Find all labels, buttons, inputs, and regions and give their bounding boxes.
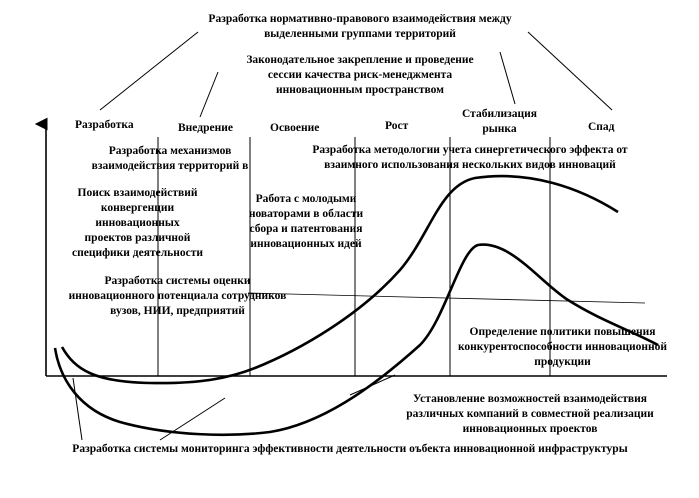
phase-label-stabilization-line1: Стабилизация	[462, 108, 537, 120]
block-assessment-line3: вузов, НИИ, предприятий	[110, 305, 245, 317]
phase-label-mastering: Освоение	[270, 122, 320, 134]
pointer-cooperation	[349, 374, 396, 396]
block-cooperation-line1: Установление возможностей взаимодействия	[412, 393, 647, 405]
block-assessment: Разработка системы оценки инновационного…	[50, 274, 305, 319]
block-young-line1: Работа с молодыми	[255, 193, 357, 205]
mid-title-line2: сессии качества риск-менеджмента	[267, 69, 453, 81]
phase-label-stabilization-line2: рынка	[482, 123, 517, 135]
pointer-assessment	[159, 397, 226, 441]
phase-label-implementation: Внедрение	[178, 122, 233, 134]
block-search-line5: специфики деятельности	[72, 247, 203, 259]
pointer-monitoring	[72, 377, 83, 441]
block-assessment-line2: инновационного потенциала сотрудников	[68, 290, 287, 302]
block-mechanisms-line2: взаимодействия территорий в	[91, 160, 249, 172]
phase-label-development: Разработка	[75, 119, 134, 131]
mid-title-line1: Законодательное закрепление и проведение	[246, 54, 474, 66]
mid-title: Законодательное закрепление и проведение…	[210, 53, 510, 98]
block-policy-line3: продукции	[534, 356, 591, 368]
lifecycle-curve-upper	[60, 174, 619, 385]
lifecycle-curve-lower	[53, 243, 659, 437]
block-cooperation-line2: различных компаний в совместной реализац…	[406, 408, 654, 420]
top-title-line2: выделенными группами территорий	[264, 28, 456, 40]
block-policy-line2: конкурентоспособности инновационной	[457, 341, 668, 353]
connector-mid-left	[199, 71, 219, 118]
block-policy: Определение политики повышения конкурент…	[450, 325, 675, 370]
block-search: Поиск взаимодействий конвергенции иннова…	[65, 186, 210, 261]
phase-label-growth: Рост	[385, 120, 409, 132]
block-young-innovators: Работа с молодыми новаторами в области с…	[245, 192, 367, 252]
connector-top-right	[527, 31, 613, 111]
phase-label-decline: Спад	[588, 121, 615, 133]
block-young-line4: инновационных идей	[250, 238, 362, 250]
block-young-line3: сбора и патентования	[249, 223, 363, 235]
block-monitoring: Разработка системы мониторинга эффективн…	[72, 443, 628, 455]
block-methodology-line2: взаимного использования нескольких видов…	[324, 159, 616, 171]
block-assessment-line1: Разработка системы оценки	[104, 275, 251, 287]
block-young-line2: новаторами в области	[248, 208, 364, 220]
block-mechanisms: Разработка механизмов взаимодействия тер…	[80, 144, 260, 174]
block-methodology: Разработка методологии учета синергетиче…	[290, 143, 650, 173]
top-title: Разработка нормативно-правового взаимоде…	[160, 12, 560, 42]
top-title-line1: Разработка нормативно-правового взаимоде…	[208, 13, 512, 25]
block-policy-line1: Определение политики повышения	[469, 326, 656, 338]
block-search-line3: инновационных	[95, 217, 180, 229]
mid-title-line3: инновационным пространством	[276, 84, 444, 96]
connector-mid-right	[499, 51, 516, 105]
block-search-line1: Поиск взаимодействий	[77, 187, 198, 199]
block-search-line4: проектов различной	[84, 232, 191, 244]
connector-top-left	[99, 31, 199, 111]
phase-label-stabilization: Стабилизация рынка	[452, 107, 547, 137]
block-cooperation: Установление возможностей взаимодействия…	[385, 392, 675, 437]
block-search-line2: конвергенции	[100, 202, 175, 214]
block-cooperation-line3: инновационных проектов	[462, 423, 598, 435]
block-mechanisms-line1: Разработка механизмов	[108, 145, 232, 157]
block-methodology-line1: Разработка методологии учета синергетиче…	[312, 144, 628, 156]
